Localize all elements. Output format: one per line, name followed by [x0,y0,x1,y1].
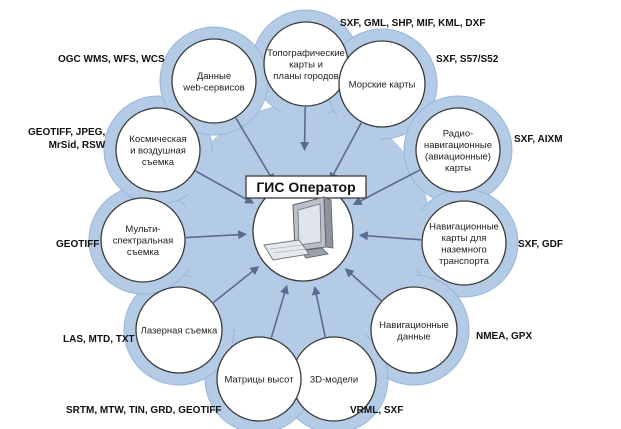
node-label-navdata: Навигационные [379,320,449,331]
node-label-radio: (авиационные) [425,151,491,162]
computer-icon [263,196,334,261]
formats-laser: LAS, MTD, TXT [63,334,135,345]
node-label-heights: Матрицы высот [224,375,294,386]
node-label-laser: Лазерная съемка [141,326,218,337]
center-title-box [245,175,367,199]
arrow-web [235,117,275,183]
connector-arrows [185,106,422,339]
node-circle-multispec [100,197,186,283]
node-label-topo: планы городов [273,71,338,82]
node-label-web: web-сервисов [182,82,244,93]
formats-line: MrSid, RSW [48,140,106,151]
node-label-radio: Радио- [443,128,474,139]
formats-ground: SXF, GDF [518,239,564,250]
node-label-space: съемка [142,157,175,168]
node-label-multispec: Мульти- [125,224,160,235]
arrow-laser [212,265,260,304]
node-label-ground: карты для [442,233,487,244]
center-title: ГИС Оператор [256,179,355,195]
node-circle-marine [338,40,426,128]
formats-radio: SXF, AIXM [514,134,563,145]
arrow-navdata [344,268,382,302]
center-hub: ГИС Оператор [245,175,367,282]
node-label-space: и воздушная [130,146,186,157]
node-label-space: Космическая [129,134,186,145]
node-label-ground: наземного [441,244,487,255]
node-label-ground: транспорта [439,256,490,267]
node-label-multispec: спектральная [113,236,174,247]
formats-topo: SXF, GML, SHP, MIF, KML, DXF [340,18,486,29]
arrow-models3d [311,285,326,338]
formats-web: OGC WMS, WFS, WCS [58,54,165,65]
formats-line: GEOTIFF, JPEG, [28,127,106,138]
formats-marine: SXF, S57/S52 [436,54,499,65]
node-label-marine: Морские карты [349,80,416,91]
node-label-web: Данные [197,71,231,82]
node-label-topo: Топографические [267,48,345,59]
node-circle-space [115,107,201,193]
node-label-radio: навигационные [424,140,492,151]
node-radio: Радио-навигационные(авиационные)карты [415,107,501,193]
formats-multispec: GEOTIFF [56,239,100,250]
arrow-space [195,170,255,204]
node-heights: Матрицы высот [216,336,302,422]
formats-heights: SRTM, MTW, TIN, GRD, GEOTIFF [66,405,222,416]
arrow-topo [300,106,310,151]
node-circle-web [171,38,257,124]
node-label-multispec: съемка [127,247,160,258]
node-label-navdata: данные [397,331,430,342]
node-circle-laser [135,286,223,374]
node-label-ground: Навигационные [429,221,499,232]
node-circle-heights [216,336,302,422]
node-laser: Лазерная съемка [135,286,223,374]
node-circle-navdata [370,286,458,374]
node-label-topo: карты и [289,60,323,71]
arrow-heights [270,284,289,339]
node-circle-ground [421,200,507,286]
arrow-multispec [185,230,248,240]
arrow-ground [358,231,422,241]
formats-space: GEOTIFF, JPEG, MrSid, RSW [28,126,105,152]
formats-models3d: VRML, SXF [350,405,404,416]
node-label-models3d: 3D-модели [310,375,358,386]
formats-navdata: NMEA, GPX [476,331,533,342]
arrow-marine [329,122,362,182]
node-label-radio: карты [445,163,471,174]
node-marine: Морские карты [338,40,426,128]
node-circle-radio [415,107,501,193]
